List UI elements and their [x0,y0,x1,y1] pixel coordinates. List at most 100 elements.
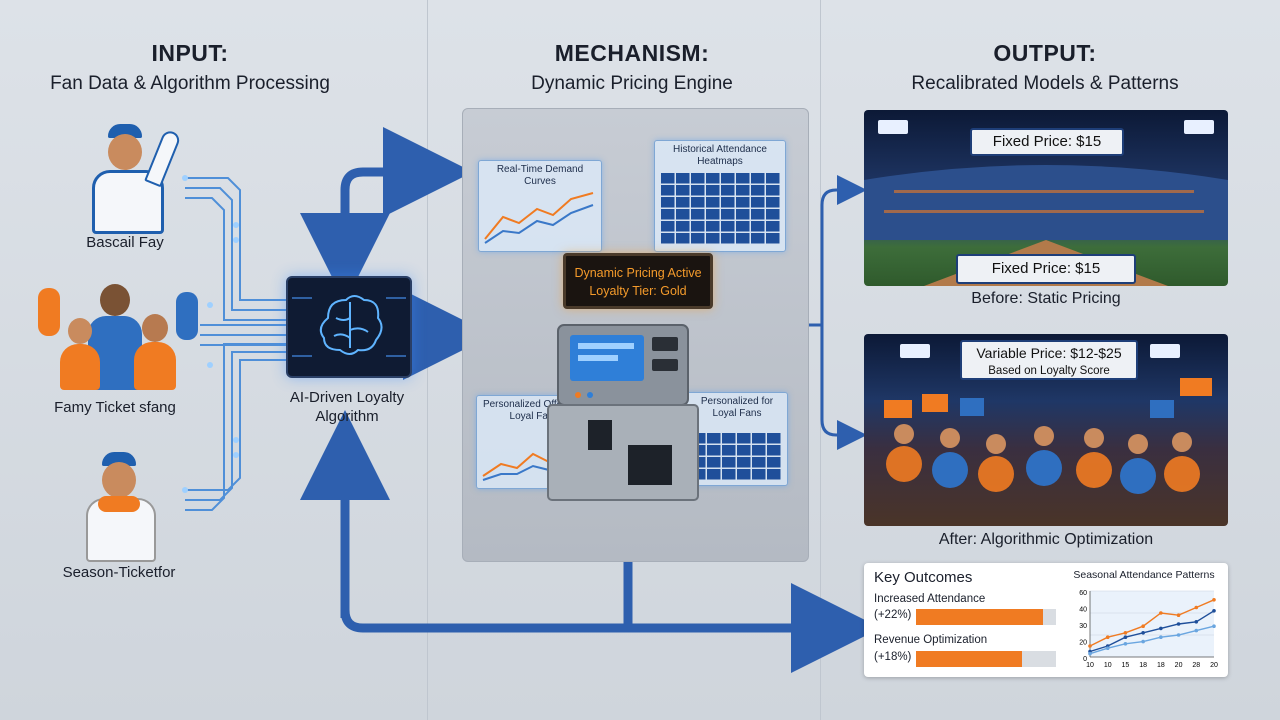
data-point [1176,622,1181,626]
heatmap-cell [736,233,750,244]
series-line [1089,610,1215,653]
heatmap-cell [722,433,736,444]
heatmap-cell [661,197,675,208]
data-point [1176,633,1181,637]
y-tick-label: 40 [1079,607,1087,614]
heatmap-cell [691,173,705,184]
heatmap-panel: Historical Attendance Heatmaps [654,140,786,252]
y-tick-label: 0 [1083,656,1087,663]
output-title: OUTPUT: [993,40,1097,66]
heatmap-cell [706,173,720,184]
heatmap-cell [706,221,720,232]
heatmap-cell [751,221,765,232]
heatmap-cell [767,433,781,444]
input-title: INPUT: [151,40,229,66]
data-point [1212,609,1216,613]
heatmap-cell [676,173,690,184]
heatmap-cell [766,173,780,184]
heatmap-cell [736,221,750,232]
heatmap-cell [766,185,780,196]
heatmap-cell [767,445,781,456]
data-point [1141,631,1145,635]
x-tick-label: 28 [1192,662,1200,669]
offers-panel-right: Personalized for Loyal Fans [686,392,788,486]
brain-icon [292,295,406,357]
heatmap-cell [691,209,705,220]
heatmap-cell [676,209,690,220]
heatmap-cell [736,185,750,196]
data-point [1194,628,1199,633]
heatmap-cell [691,221,705,232]
family-fans-icon [30,278,200,393]
heatmap-cell [721,185,735,196]
x-tick-label: 18 [1157,662,1165,669]
data-point [1141,624,1145,628]
heatmap-cell [706,233,720,244]
heatmap-cell [676,197,690,208]
data-point [1105,635,1110,639]
data-point [1088,644,1092,648]
heatmap-cell [752,445,766,456]
heatmap-cell [722,469,736,480]
x-tick-label: 20 [1175,662,1183,669]
heatmap-cell [736,197,750,208]
pricing-kiosk-icon [547,324,699,501]
heatmap-cell [751,185,765,196]
data-point [1123,631,1128,635]
data-point [1088,651,1092,656]
heatmap-cell [691,197,705,208]
heatmap-cell [722,445,736,456]
mechanism-header: MECHANISM: Dynamic Pricing Engine [422,40,842,95]
stadium-before-image: Fixed Price: $15 Fixed Price: $15 [864,110,1228,286]
baseball-fan-icon [70,118,182,234]
outcome-bar-fill [916,651,1023,667]
data-point [1123,642,1128,646]
heatmap-cell [751,173,765,184]
heatmap-cell [706,185,720,196]
arrow-to-outcomes [340,583,881,673]
before-caption: Before: Static Pricing [971,290,1121,307]
output-header: OUTPUT: Recalibrated Models & Patterns [835,40,1255,95]
data-point [1212,624,1216,628]
heatmap-cell [737,457,751,468]
x-tick-label: 10 [1086,662,1094,669]
data-point [1159,611,1163,615]
x-tick-label: 18 [1139,662,1147,669]
heatmap-cell [721,209,735,220]
input-header: INPUT: Fan Data & Algorithm Processing [0,40,400,95]
fan-label: Famy Ticket sfang [54,399,176,416]
fan-casual: Bascail Fay [60,118,190,251]
after-caption: After: Algorithmic Optimization [938,531,1154,548]
data-point [1212,598,1216,602]
outcome-label: Revenue Optimization [874,634,988,646]
y-tick-label: 20 [1079,640,1087,647]
heatmap-cell [721,173,735,184]
heatmap-cell [676,233,690,244]
data-point [1141,639,1145,644]
data-point [1176,613,1181,617]
heatmap-cell [722,457,736,468]
heatmap-cell [751,197,765,208]
fixed-price-tag: Fixed Price: $15 [970,128,1124,156]
heatmap-cell [766,197,780,208]
heatmap-cell [661,173,675,184]
heatmap-cell [676,221,690,232]
heatmap-cell [706,209,720,220]
heatmap-cell [752,469,766,480]
fan-label: Season-Ticketfor [62,564,176,581]
stadium-after-image: Variable Price: $12-$25 Based on Loyalty… [864,334,1228,526]
season-ticket-fan-icon [64,448,174,562]
key-outcomes-card: Key Outcomes Increased Attendance (+22%)… [864,563,1228,677]
data-point [1105,646,1110,650]
heatmap-cell [751,209,765,220]
x-tick-label: 15 [1122,662,1130,669]
data-point [1123,635,1128,639]
demand-curve-panel: Real-Time Demand Curves [478,160,602,252]
heatmap-cell [766,221,780,232]
x-tick-label: 10 [1104,662,1112,669]
fan-family: Famy Ticket sfang [30,278,200,416]
output-subtitle: Recalibrated Models & Patterns [911,73,1179,94]
input-subtitle: Fan Data & Algorithm Processing [50,73,330,94]
heatmap-cell [661,209,675,220]
